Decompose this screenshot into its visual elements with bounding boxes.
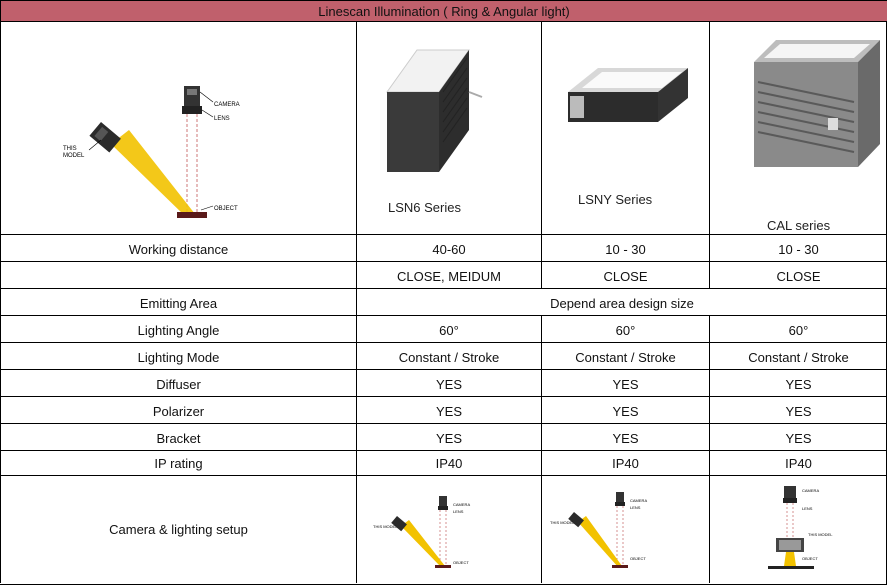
value-emitting-area: Depend area design size xyxy=(356,288,887,315)
product-lsn6-cell: LSN6 Series xyxy=(356,21,541,234)
row-label-polarizer: Polarizer xyxy=(0,396,356,423)
svg-text:THIS MODEL: THIS MODEL xyxy=(373,524,398,529)
setup-lsn6-diagram: CAMERA LENS OBJECT THIS MODEL xyxy=(373,496,470,568)
value-lighting-mode-cal: Constant / Stroke xyxy=(709,342,887,369)
svg-text:LENS: LENS xyxy=(453,509,464,514)
value-ip-rating-lsny: IP40 xyxy=(541,450,709,475)
table-title: Linescan Illumination ( Ring & Angular l… xyxy=(0,0,887,21)
row-label-lighting-mode: Lighting Mode xyxy=(0,342,356,369)
light-beam xyxy=(111,130,195,216)
row-label-lighting-angle: Lighting Angle xyxy=(0,315,356,342)
value-polarizer-cal: YES xyxy=(709,396,887,423)
value-range-lsny: CLOSE xyxy=(541,261,709,288)
value-range-lsn6: CLOSE, MEIDUM xyxy=(356,261,541,288)
svg-text:MODEL: MODEL xyxy=(63,153,85,159)
value-ip-rating-lsn6: IP40 xyxy=(356,450,541,475)
svg-text:LENS: LENS xyxy=(630,505,641,510)
svg-text:CAMERA: CAMERA xyxy=(453,502,470,507)
svg-text:LENS: LENS xyxy=(802,506,813,511)
row-label-range xyxy=(0,261,356,288)
setup-lsny-diagram: CAMERA LENS OBJECT THIS MODEL xyxy=(550,492,647,568)
setup-lsny-cell: CAMERA LENS OBJECT THIS MODEL xyxy=(541,475,709,583)
angular-setup-diagram: CAMERA LENS OBJECT THIS MODEL xyxy=(63,86,240,218)
svg-text:OBJECT: OBJECT xyxy=(453,560,469,565)
camera-label: CAMERA xyxy=(214,102,240,108)
object-icon xyxy=(177,212,207,218)
setup-lsn6-cell: CAMERA LENS OBJECT THIS MODEL xyxy=(356,475,541,583)
row-label-emitting-area: Emitting Area xyxy=(0,288,356,315)
value-working-distance-lsny: 10 - 30 xyxy=(541,234,709,261)
value-bracket-lsn6: YES xyxy=(356,423,541,450)
value-lighting-mode-lsn6: Constant / Stroke xyxy=(356,342,541,369)
product-name-lsny: LSNY Series xyxy=(578,192,653,207)
value-bracket-lsny: YES xyxy=(541,423,709,450)
row-label-setup: Camera & lighting setup xyxy=(0,475,356,583)
lens-label: LENS xyxy=(214,116,230,122)
product-name-cal: CAL series xyxy=(767,218,831,233)
svg-text:OBJECT: OBJECT xyxy=(630,556,646,561)
value-lighting-angle-cal: 60° xyxy=(709,315,887,342)
this-model-label: THIS xyxy=(63,146,77,152)
row-label-ip-rating: IP rating xyxy=(0,450,356,475)
value-lighting-angle-lsn6: 60° xyxy=(356,315,541,342)
value-polarizer-lsny: YES xyxy=(541,396,709,423)
row-label-working-distance: Working distance xyxy=(0,234,356,261)
svg-text:THIS MODEL: THIS MODEL xyxy=(550,520,575,525)
value-working-distance-lsn6: 40-60 xyxy=(356,234,541,261)
lsn6-product-image xyxy=(386,49,483,172)
product-lsny-cell: LSNY Series xyxy=(541,21,709,234)
setup-cal-cell: CAMERA LENS THIS MODEL OBJECT xyxy=(709,475,887,583)
value-lighting-mode-lsny: Constant / Stroke xyxy=(541,342,709,369)
value-bracket-cal: YES xyxy=(709,423,887,450)
lens-icon xyxy=(182,106,202,114)
product-cal-cell: CAL series xyxy=(709,21,887,234)
svg-text:OBJECT: OBJECT xyxy=(802,556,818,561)
value-diffuser-lsn6: YES xyxy=(356,369,541,396)
svg-text:CAMERA: CAMERA xyxy=(630,498,647,503)
value-diffuser-cal: YES xyxy=(709,369,887,396)
row-label-diffuser: Diffuser xyxy=(0,369,356,396)
setup-diagram-cell: CAMERA LENS OBJECT THIS MODEL xyxy=(0,21,356,234)
svg-text:CAMERA: CAMERA xyxy=(802,488,819,493)
angular-light-icon xyxy=(89,121,121,153)
svg-text:THIS MODEL: THIS MODEL xyxy=(808,532,833,537)
value-ip-rating-cal: IP40 xyxy=(709,450,887,475)
value-lighting-angle-lsny: 60° xyxy=(541,315,709,342)
value-range-cal: CLOSE xyxy=(709,261,887,288)
cal-product-image xyxy=(754,40,880,167)
value-polarizer-lsn6: YES xyxy=(356,396,541,423)
product-name-lsn6: LSN6 Series xyxy=(388,200,461,215)
row-label-bracket: Bracket xyxy=(0,423,356,450)
setup-cal-diagram: CAMERA LENS THIS MODEL OBJECT xyxy=(768,486,833,569)
value-working-distance-cal: 10 - 30 xyxy=(709,234,887,261)
lsny-product-image xyxy=(568,68,688,122)
object-label: OBJECT xyxy=(214,206,238,212)
value-diffuser-lsny: YES xyxy=(541,369,709,396)
